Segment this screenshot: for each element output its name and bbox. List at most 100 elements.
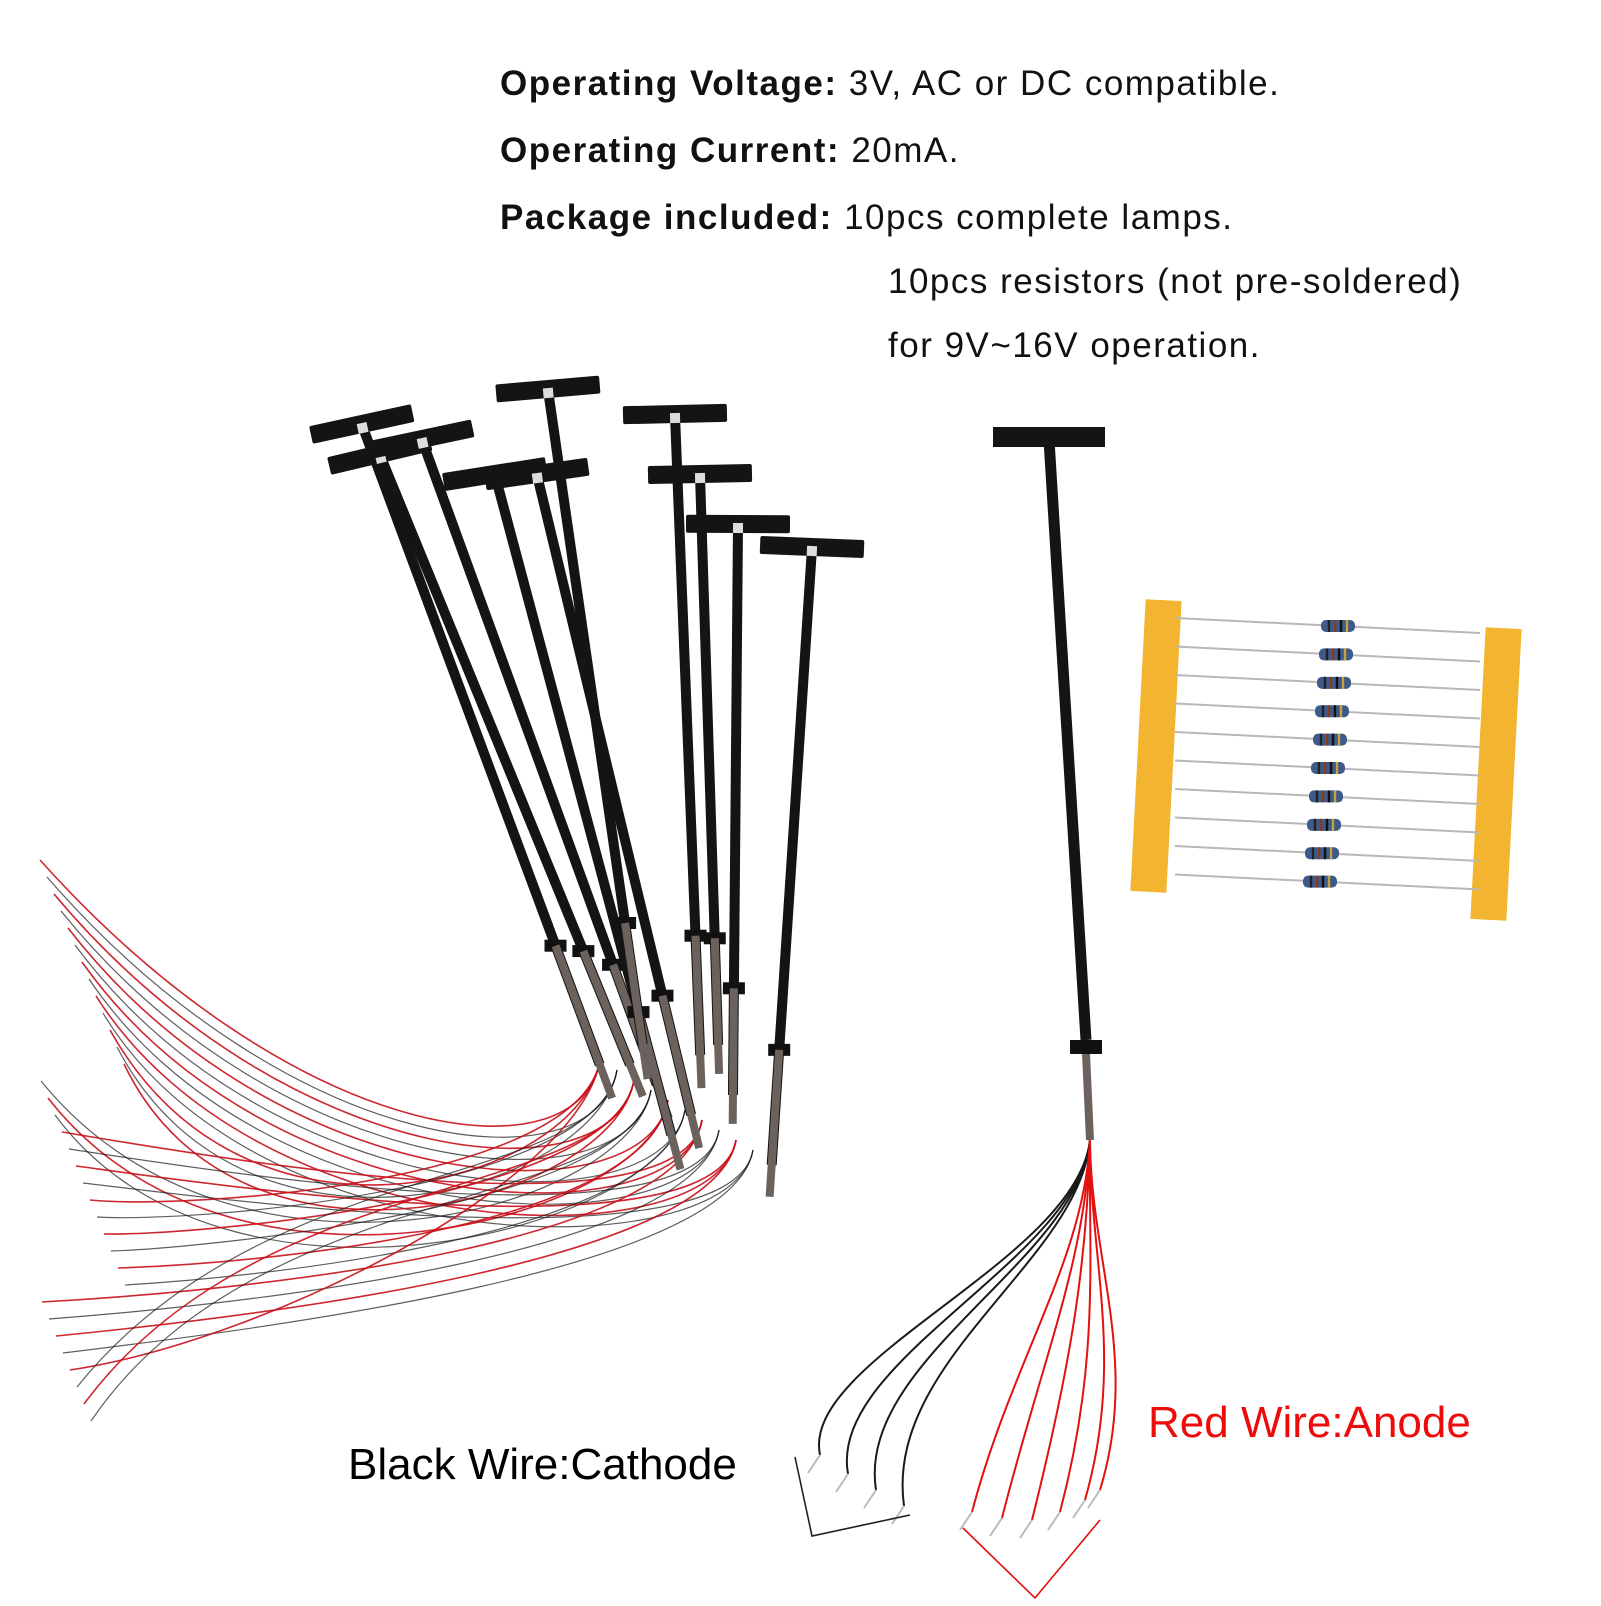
lamp-head (993, 427, 1105, 447)
black-wire-label: Black Wire:Cathode (348, 1440, 737, 1489)
resistor-body (1315, 705, 1349, 718)
lamp-base-tube (728, 988, 738, 1124)
tape-right (1470, 627, 1522, 921)
lamp-led (531, 472, 544, 484)
spec-package-key: Package included: (500, 198, 833, 237)
resistor-band (1345, 620, 1349, 633)
wire-tip (989, 1517, 1003, 1537)
black-bracket (794, 1456, 911, 1537)
wire-tip (835, 1473, 849, 1493)
wire (54, 1109, 686, 1248)
resistor (1174, 731, 1481, 748)
resistor-body (1303, 875, 1337, 888)
lamp-led (732, 522, 744, 534)
wire (76, 1069, 618, 1388)
resistor-band (1337, 733, 1341, 746)
resistor-band (1333, 620, 1337, 633)
single-lamp (794, 427, 1117, 1600)
resistor-band (1329, 676, 1333, 689)
spec-voltage-key: Operating Voltage: (500, 64, 838, 103)
resistor-band (1343, 648, 1347, 661)
resistor-band (1317, 762, 1321, 775)
wire (1031, 1139, 1091, 1521)
resistor (1174, 759, 1481, 777)
resistor-band (1327, 790, 1331, 803)
resistor-band (1315, 790, 1319, 803)
spec-package-line-2: 10pcs resistors (not pre-soldered) (888, 262, 1463, 301)
resistor-body (1305, 847, 1339, 860)
lamp (685, 514, 791, 1124)
wire (109, 1029, 601, 1186)
wire-tip (891, 1505, 905, 1525)
resistor-band (1323, 762, 1327, 775)
resistor-band (1311, 847, 1315, 860)
wire-tip (807, 1454, 821, 1474)
spec-current-value: 20mA. (851, 131, 960, 170)
resistor-band (1333, 790, 1337, 803)
wire (41, 1119, 703, 1303)
wire (62, 1149, 754, 1354)
resistor-body (1321, 620, 1355, 633)
resistor (1174, 645, 1481, 663)
wire (67, 927, 669, 1172)
resistor-band (1339, 705, 1343, 718)
resistor-band (1335, 762, 1339, 775)
lamp-led (694, 472, 706, 484)
lamp-base-tube (1082, 1053, 1094, 1141)
wire (88, 978, 720, 1205)
lamp (369, 419, 673, 1120)
resistor-body (1319, 648, 1353, 661)
resistor-band (1315, 875, 1319, 888)
wire-tip (1072, 1499, 1086, 1519)
wire (818, 1139, 1091, 1456)
wire (46, 876, 618, 1138)
wire (39, 859, 601, 1127)
resistor (1174, 816, 1481, 834)
resistor-band (1327, 620, 1331, 633)
resistor-band (1339, 620, 1343, 633)
wire (1001, 1139, 1091, 1519)
wire (69, 1059, 601, 1371)
lamp (622, 403, 728, 1089)
wire (1059, 1139, 1092, 1513)
resistor-band (1321, 705, 1325, 718)
resistor-band (1325, 648, 1329, 661)
red-bracket (962, 1519, 1101, 1600)
resistor-band (1329, 847, 1333, 860)
resistor-band (1317, 847, 1321, 860)
lamp-base-tube (551, 944, 616, 1100)
wire (40, 1080, 652, 1223)
resistor (1174, 788, 1481, 805)
resistor-body (1309, 790, 1343, 803)
lamp (495, 375, 652, 1080)
wire-tip (863, 1489, 877, 1509)
spec-voltage: Operating Voltage: 3V, AC or DC compatib… (500, 64, 1280, 104)
spec-package-line-3-row: for 9V~16V operation. (888, 326, 1261, 366)
wire (96, 1069, 618, 1219)
red-wire-label: Red Wire:Anode (1148, 1398, 1471, 1447)
spec-package: Package included: 10pcs complete lamps. (500, 198, 1234, 238)
lamp-led (416, 437, 429, 449)
lamp (759, 536, 865, 1197)
lamp-led (669, 412, 681, 424)
lamp-group (309, 375, 865, 1197)
resistor-body (1307, 818, 1341, 831)
resistor-band (1325, 733, 1329, 746)
resistor-band (1341, 676, 1345, 689)
wire (117, 1099, 669, 1269)
resistor-body (1317, 676, 1351, 689)
wire (83, 1079, 635, 1405)
resistor (1174, 617, 1481, 634)
resistor-strip (1130, 599, 1522, 921)
wire (90, 1089, 652, 1422)
resistor-band (1333, 705, 1337, 718)
wire (845, 1139, 1091, 1475)
spec-package-line-2-row: 10pcs resistors (not pre-soldered) (888, 262, 1462, 302)
wire (48, 1129, 720, 1320)
wire-tip (959, 1511, 973, 1531)
wire (116, 1046, 618, 1198)
resistor-band (1331, 733, 1335, 746)
wire (95, 995, 737, 1217)
wire (901, 1139, 1091, 1507)
